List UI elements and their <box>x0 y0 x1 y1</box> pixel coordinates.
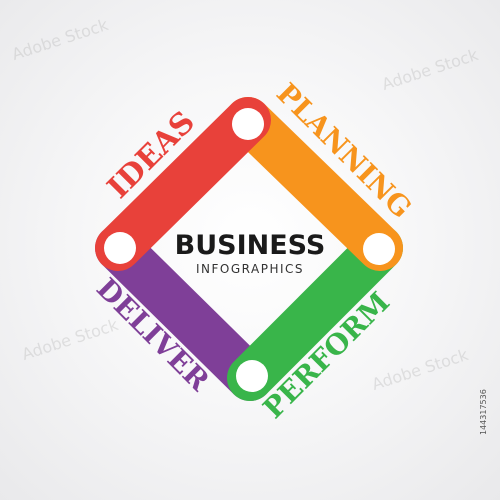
planning-segment <box>225 97 403 271</box>
center-subtitle: INFOGRAPHICS <box>195 262 305 276</box>
joint-circle-bottom <box>236 360 268 392</box>
joint-circle-left <box>104 232 136 264</box>
center-title: BUSINESS <box>174 230 326 261</box>
joint-circle-right <box>363 233 395 265</box>
planning-bar <box>225 97 403 271</box>
perform-segment <box>227 225 403 401</box>
perform-bar <box>227 225 403 401</box>
deliver-bar <box>95 225 273 401</box>
ideas-bar <box>95 97 271 271</box>
ideas-segment <box>95 97 271 271</box>
stock-id: 144317536 <box>479 389 488 435</box>
joint-circle-top <box>232 108 264 140</box>
deliver-segment <box>95 225 273 401</box>
